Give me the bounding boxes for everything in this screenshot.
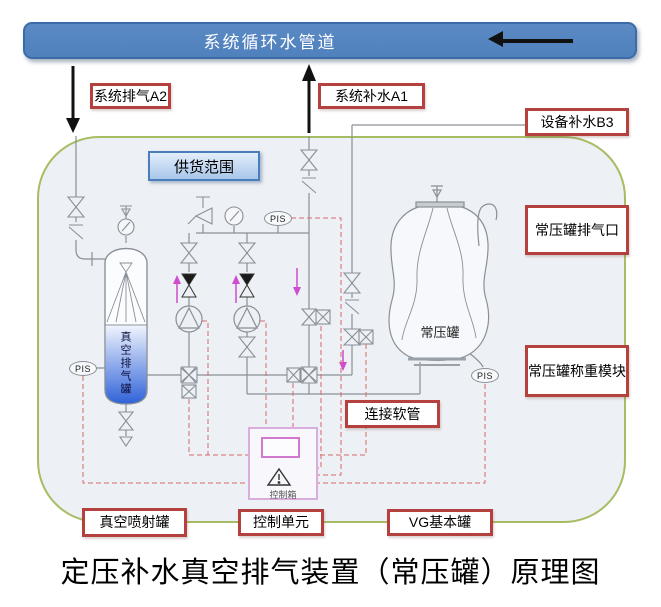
pipes	[75, 124, 525, 436]
system-exhaust-arrow	[66, 66, 80, 133]
motor-valve-transfer-left	[180, 366, 198, 399]
banner-title: 系统循环水管道	[203, 33, 337, 52]
atmospheric-tank-label: 常压罐	[420, 325, 460, 340]
tank-top-vent	[431, 185, 443, 202]
pis-indicator-right: PIS	[471, 368, 499, 383]
warning-icon	[266, 467, 292, 486]
motor-valve-transfer-right	[286, 366, 318, 384]
control-cabinet-screen	[261, 437, 300, 458]
circulating-pipeline-banner: 系统循环水管道	[23, 22, 637, 59]
left-arrow-icon	[488, 31, 503, 47]
supply-scope-label: 供货范围	[173, 158, 234, 176]
pis-indicator-middle: PIS	[264, 211, 292, 226]
label-vacuum-jet-tank: 真空喷射罐	[82, 508, 187, 537]
label-weighing-module: 常压罐称重模块	[525, 345, 629, 397]
gate-valves	[66, 149, 362, 447]
system-makeup-arrow	[302, 64, 316, 133]
label-equipment-makeup-b3: 设备补水B3	[525, 108, 629, 136]
weighing-base	[408, 357, 466, 366]
motor-actuator-b3	[358, 329, 374, 345]
flow-direction-arrows	[173, 268, 347, 371]
vacuum-tank	[104, 205, 148, 405]
pump-2	[233, 305, 261, 333]
label-system-makeup-a1: 系统补水A1	[318, 83, 425, 109]
check-valves	[68, 177, 360, 315]
supply-scope-box: 供货范围	[148, 151, 260, 181]
control-cabinet-label: 控制箱	[269, 490, 297, 500]
vacuum-tank-label: 真空排气罐	[119, 331, 131, 396]
pressure-gauge-tank	[117, 205, 135, 243]
label-system-exhaust-a2: 系统排气A2	[90, 83, 171, 109]
relief-valve	[187, 196, 213, 225]
label-tank-vent: 常压罐排气口	[525, 205, 629, 255]
motor-valve-a1-mid	[300, 308, 331, 326]
page-title: 定压补水真空排气装置（常压罐）原理图	[60, 557, 601, 589]
pis-indicator-left: PIS	[69, 361, 97, 376]
pump-1	[175, 305, 203, 333]
spray-nozzle	[106, 262, 146, 323]
atmospheric-tank	[388, 185, 498, 366]
label-vg-tank: VG基本罐	[387, 509, 493, 536]
label-control-unit: 控制单元	[238, 509, 324, 536]
pump-check-valves	[181, 273, 255, 298]
flow-arrow-line	[497, 39, 573, 43]
label-hose: 连接软管	[345, 400, 440, 428]
pressure-gauge-header	[224, 206, 244, 226]
vent-hook-pipe	[477, 203, 498, 247]
control-signal-lines	[82, 217, 486, 484]
